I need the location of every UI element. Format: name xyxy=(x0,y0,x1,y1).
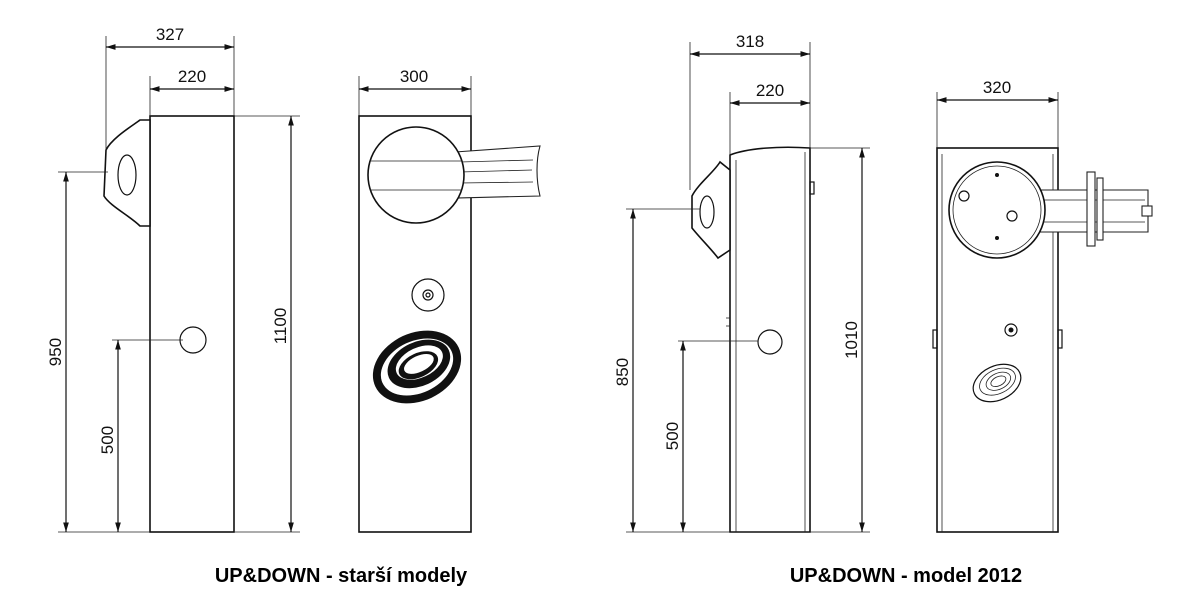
older-side-bracket xyxy=(103,119,151,227)
model2012-front-view xyxy=(932,147,1153,533)
model2012-dim-body-width: 220 xyxy=(756,81,784,100)
older-bracket-lock xyxy=(117,154,137,196)
model2012-dimensions: 318 220 320 1010 850 500 xyxy=(613,32,1059,533)
older-dim-mount-height: 950 xyxy=(46,338,65,366)
model2012-group: 318 220 320 1010 850 500 xyxy=(613,32,1153,587)
model2012-dim-hole-height: 500 xyxy=(663,422,682,450)
model2012-key-switch xyxy=(1004,323,1018,337)
model2012-front-disk xyxy=(948,161,1046,259)
model2012-side-hole xyxy=(757,329,783,355)
older-front-disk xyxy=(367,126,465,224)
older-side-view xyxy=(103,115,235,533)
model2012-side-bracket xyxy=(691,160,731,260)
older-front-view xyxy=(358,115,541,533)
model2012-dim-mount-height: 850 xyxy=(613,358,632,386)
model2012-side-body xyxy=(729,146,811,533)
older-dimensions: 327 220 300 1100 950 500 xyxy=(46,25,472,533)
older-dim-front-width: 300 xyxy=(400,67,428,86)
older-caption: UP&DOWN - starší modely xyxy=(215,565,468,587)
older-dim-total-width: 327 xyxy=(156,25,184,44)
older-key-switch xyxy=(411,278,445,312)
older-dim-body-width: 220 xyxy=(178,67,206,86)
model2012-dim-front-width: 320 xyxy=(983,78,1011,97)
model2012-caption: UP&DOWN - model 2012 xyxy=(790,565,1022,587)
model2012-photocell-lens xyxy=(972,363,1022,403)
model2012-side-view xyxy=(691,146,815,533)
older-dim-hole-height: 500 xyxy=(98,426,117,454)
older-side-body xyxy=(149,115,235,533)
older-dim-height: 1100 xyxy=(271,308,290,345)
older-model-group: 327 220 300 1100 950 500 xyxy=(46,25,541,587)
model2012-dim-total-width: 318 xyxy=(736,32,764,51)
older-photocell-lens xyxy=(372,330,462,404)
older-boom-arm xyxy=(454,145,541,199)
model2012-dim-height: 1010 xyxy=(842,321,861,359)
model2012-bracket-lock xyxy=(699,195,715,229)
